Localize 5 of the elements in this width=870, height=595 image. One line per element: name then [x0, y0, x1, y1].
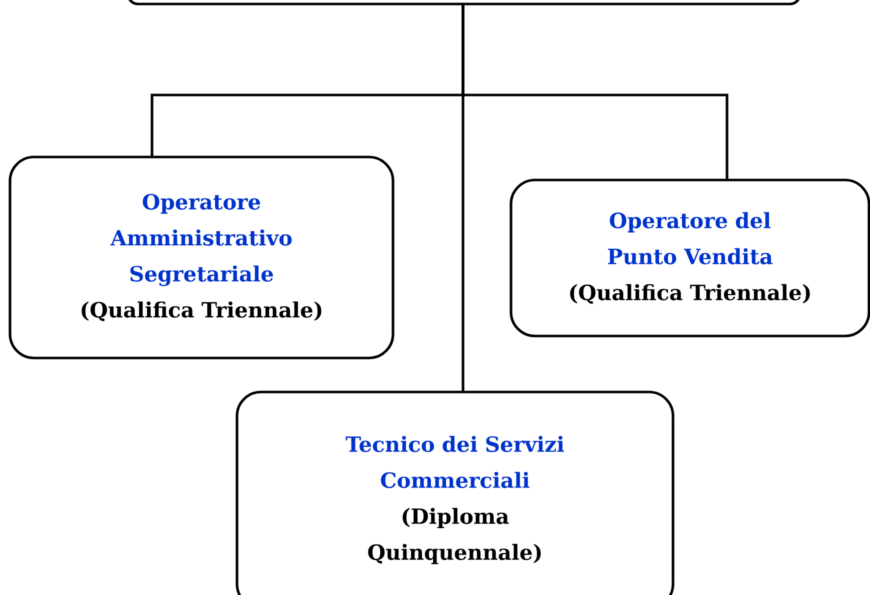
rounded-box: Operatore Amministrativo Segretariale (Qualifica Triennale) [8, 156, 394, 360]
connector-line [462, 4, 464, 392]
rounded-box: Tecnico dei Servizi Commerciali (Diploma Quinquennale) [236, 390, 674, 595]
box [126, 0, 802, 6]
rounded-box: Operatore del Punto Vendita (Qualifica Triennale) [510, 178, 870, 338]
